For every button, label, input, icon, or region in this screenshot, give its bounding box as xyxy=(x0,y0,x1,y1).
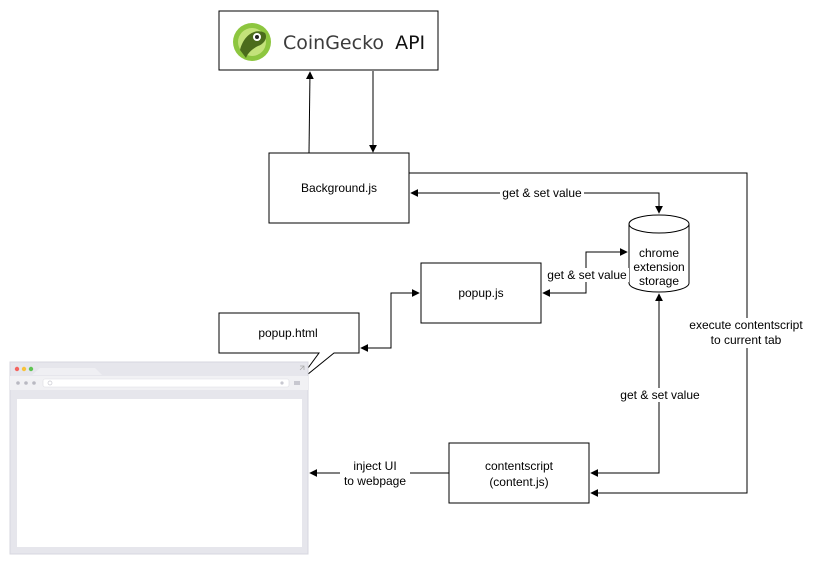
edge-content-storage xyxy=(590,293,663,477)
browser-tab xyxy=(32,368,102,375)
window-close-dot xyxy=(14,366,20,372)
edge-background-storage xyxy=(410,189,663,214)
reload-icon xyxy=(32,381,36,385)
popup-html-node: popup.html xyxy=(218,312,360,384)
site-info-icon xyxy=(47,380,53,386)
background-js-label: Background.js xyxy=(301,181,377,195)
coingecko-brand: CoinGecko xyxy=(283,32,384,54)
menu-icon xyxy=(294,381,300,385)
chrome-storage-node: chrome extension storage xyxy=(628,214,690,293)
window-maximize-dot xyxy=(28,366,34,372)
edge-label-popup-storage: get & set value xyxy=(547,268,627,282)
contentscript-node: contentscript (content.js) xyxy=(448,442,590,504)
coingecko-logo-icon xyxy=(233,23,271,61)
edge-label-inject-2: to webpage xyxy=(344,474,406,488)
background-js-node: Background.js xyxy=(268,152,410,224)
edge-label-background-storage: get & set value xyxy=(502,186,582,200)
bookmark-icon xyxy=(280,381,284,385)
contentscript-label-1: contentscript xyxy=(485,459,554,473)
edge-popup-html-popup-js xyxy=(360,289,420,352)
address-bar xyxy=(42,378,290,388)
storage-label-2: extension xyxy=(633,260,684,274)
edge-label-inject-1: inject UI xyxy=(353,459,396,473)
edge-label-execute-2: to current tab xyxy=(711,333,782,347)
contentscript-label-2: (content.js) xyxy=(489,475,548,489)
forward-icon xyxy=(24,381,28,385)
popup-html-label: popup.html xyxy=(258,326,317,340)
storage-label-1: chrome xyxy=(639,246,679,260)
svg-text:CoinGecko API: CoinGecko API xyxy=(283,32,425,54)
coingecko-api-node: CoinGecko API xyxy=(218,10,439,71)
popup-js-node: popup.js xyxy=(420,262,542,324)
coingecko-api-suffix: API xyxy=(395,32,425,54)
edge-label-execute-1: execute contentscript xyxy=(689,318,803,332)
back-icon xyxy=(16,381,20,385)
edge-label-content-storage: get & set value xyxy=(620,388,700,402)
window-minimize-dot xyxy=(21,366,27,372)
edge-background-to-api xyxy=(305,71,314,154)
storage-label-3: storage xyxy=(639,274,679,288)
fullscreen-icon xyxy=(299,365,305,371)
popup-js-label: popup.js xyxy=(458,286,503,300)
browser-content-area xyxy=(17,399,302,547)
browser-window xyxy=(9,361,309,555)
edge-labels: get & set value get & set value get & se… xyxy=(340,186,806,488)
